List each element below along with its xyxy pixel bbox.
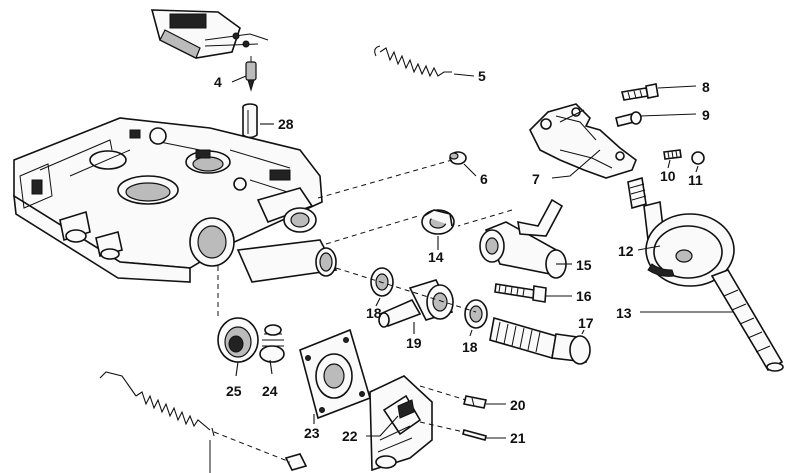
callout-10: 10 — [660, 168, 676, 184]
part-12-diaphragm-unit — [627, 176, 735, 287]
part-25-seal-ring — [217, 317, 259, 363]
part-22-pump-lever-housing — [369, 375, 433, 472]
part-16-banjo-bolt — [494, 283, 547, 303]
part-13-pull-rod — [710, 269, 784, 372]
callout-12: 12 — [618, 243, 634, 259]
callout-16: 16 — [576, 288, 592, 304]
part-4-float-needle — [245, 56, 257, 92]
callout-24: 24 — [262, 383, 278, 399]
callout-21: 21 — [510, 430, 526, 446]
part-21-pin — [462, 429, 487, 441]
callout-5: 5 — [478, 68, 486, 84]
callout-14: 14 — [428, 249, 444, 265]
callout-11: 11 — [688, 172, 703, 188]
callout-13: 13 — [616, 305, 632, 321]
callout-22: 22 — [342, 428, 358, 444]
carburetor-main-body — [13, 117, 338, 283]
part-14-bushing — [421, 209, 455, 235]
callout-18-first: 18 — [366, 305, 382, 321]
part-18-washer-b — [464, 299, 488, 329]
callout-6: 6 — [480, 171, 488, 187]
assembly-guide-lines — [209, 159, 513, 473]
part-17-filter-screw — [489, 316, 591, 365]
callout-18-second: 18 — [462, 339, 478, 355]
callout-20: 20 — [510, 397, 526, 413]
callout-15: 15 — [576, 257, 592, 273]
callout-17: 17 — [578, 315, 594, 331]
part-19-union-fitting — [378, 279, 454, 328]
callout-28: 28 — [278, 116, 294, 132]
throttle-link-rod — [99, 371, 308, 471]
part-28-jet-sleeve — [242, 103, 258, 139]
part-11-nut — [691, 151, 705, 165]
part-6-cap — [449, 151, 467, 165]
callout-19: 19 — [406, 335, 422, 351]
callout-25: 25 — [226, 383, 242, 399]
callout-7: 7 — [532, 171, 540, 187]
part-23-pump-cover — [299, 328, 371, 420]
callout-labels: 4 5 28 6 8 9 7 10 11 12 13 14 15 16 17 1… — [214, 68, 710, 446]
part-9-screw — [615, 111, 642, 127]
callout-23: 23 — [304, 425, 320, 441]
callout-4: 4 — [214, 74, 222, 90]
electrical-connector-part — [150, 9, 269, 59]
part-7-mounting-bracket — [529, 103, 637, 179]
part-15-banjo-fitting — [479, 198, 567, 279]
callout-leader-lines — [231, 73, 734, 439]
part-24-spring-cap — [259, 324, 285, 363]
part-8-screw — [621, 83, 659, 101]
callout-8: 8 — [702, 79, 710, 95]
callout-9: 9 — [702, 107, 710, 123]
part-20-screw — [463, 395, 487, 409]
part-10-pin — [663, 149, 682, 160]
part-5-return-spring — [374, 45, 452, 78]
